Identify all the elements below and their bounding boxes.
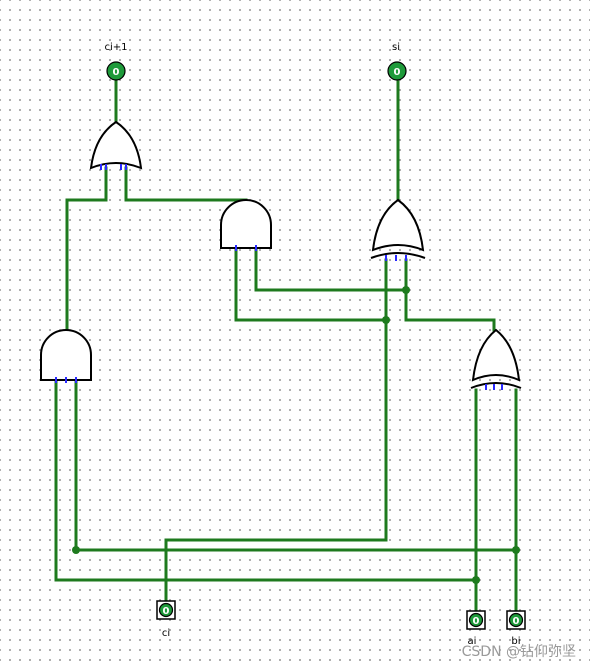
pin-label-bi: bi — [511, 636, 520, 647]
input-pin-bi[interactable]: 0 bi — [506, 610, 526, 647]
junction-dot — [382, 316, 390, 324]
and-gate-lower[interactable] — [40, 329, 92, 383]
junction-dot — [472, 576, 480, 584]
pin-value-ai: 0 — [473, 616, 480, 627]
or-gate[interactable] — [89, 120, 143, 170]
wire-and1-to-or[interactable] — [124, 166, 248, 202]
output-pin-ci1[interactable]: ci+1 0 — [104, 42, 128, 81]
pin-label-ci: ci — [162, 628, 170, 639]
wire-and1-in-left[interactable] — [164, 246, 388, 602]
watermark: CSDN @钻仰弥坚 — [461, 644, 576, 660]
pin-label-ci1: ci+1 — [104, 42, 127, 53]
xor-gate-sum[interactable] — [370, 198, 426, 261]
wire-and2-in-right[interactable] — [74, 378, 518, 552]
wire-and1-in-right[interactable] — [254, 246, 408, 292]
input-pin-ai[interactable]: 0 ai — [466, 610, 486, 647]
junction-dot — [512, 546, 520, 554]
wire-and2-to-or[interactable] — [65, 166, 108, 332]
input-pin-ci[interactable]: 0 ci — [156, 600, 176, 639]
and-gate-upper[interactable] — [220, 199, 272, 251]
pin-value-ci: 0 — [163, 606, 170, 617]
pin-value-bi: 0 — [513, 616, 520, 627]
wire-and2-in-left[interactable] — [54, 378, 478, 582]
junction-dot — [72, 546, 80, 554]
junction-dot — [402, 286, 410, 294]
pin-value-si: 0 — [394, 67, 401, 78]
junctions — [72, 286, 520, 584]
pin-value-ci1: 0 — [113, 67, 120, 78]
pin-label-ai: ai — [468, 636, 477, 647]
xor-gate-ab[interactable] — [470, 328, 522, 390]
pin-label-si: si — [392, 42, 400, 53]
output-pin-si[interactable]: si 0 — [387, 42, 407, 81]
wire-xor2-to-xor1[interactable] — [404, 258, 496, 332]
wires — [54, 80, 518, 612]
